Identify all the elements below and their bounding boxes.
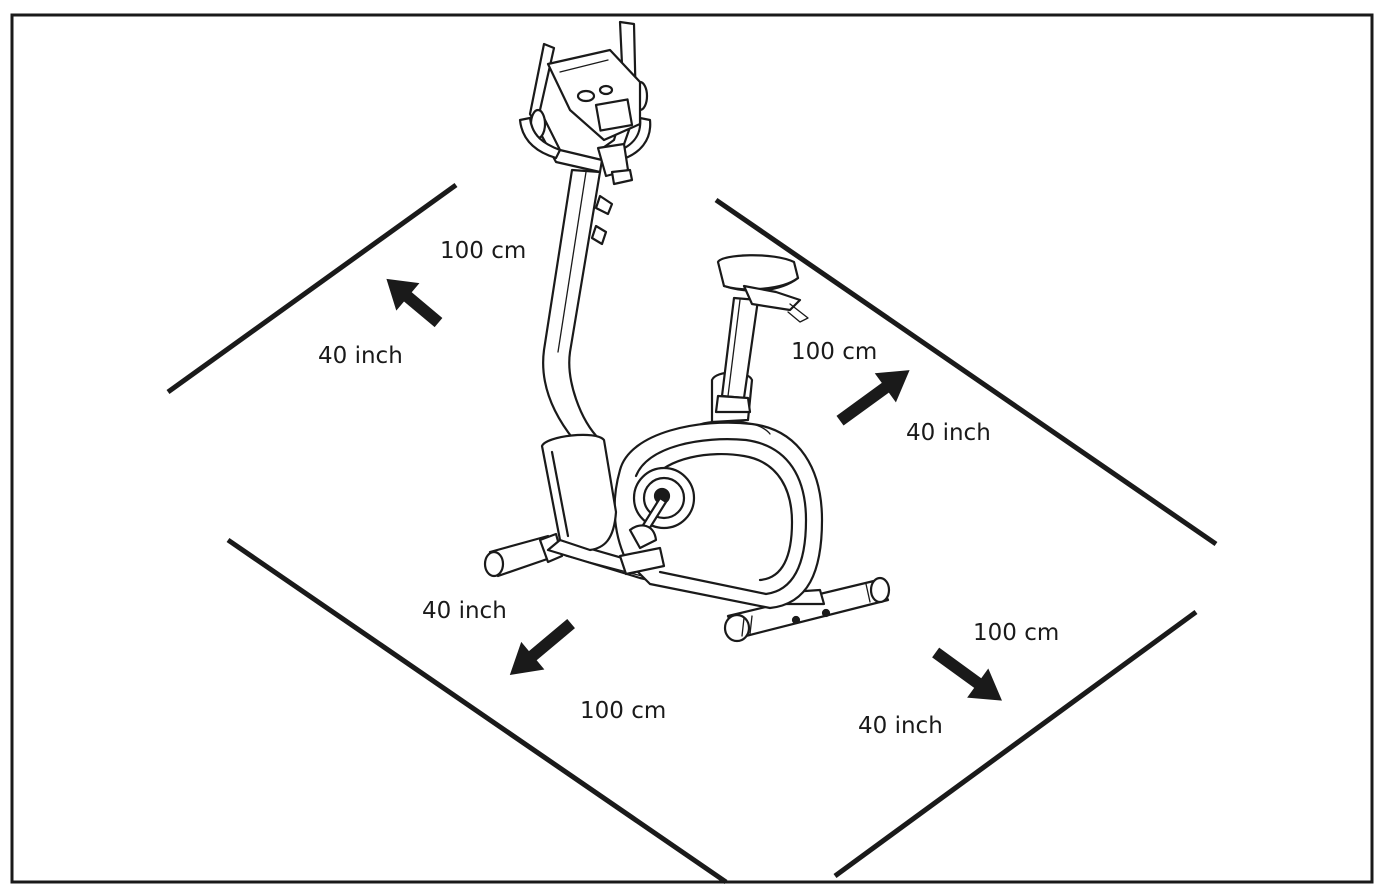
front-left-imperial-label: 40 inch <box>422 598 507 624</box>
exercise-bike-icon <box>483 20 891 643</box>
back-left-imperial-label: 40 inch <box>318 343 403 369</box>
boundary-line-back-right <box>714 197 1218 547</box>
boundary-line-front-left <box>226 537 728 885</box>
arrow-icon-front-left <box>509 618 575 675</box>
arrow-icon-back-right <box>836 370 910 426</box>
arrow-icon-back-left <box>386 278 443 328</box>
boundary-line-front-right <box>833 609 1198 879</box>
boundary-line-back-left <box>166 182 458 395</box>
back-right-imperial-label: 40 inch <box>906 420 991 446</box>
back-right-metric-label: 100 cm <box>791 339 877 365</box>
front-right-metric-label: 100 cm <box>973 620 1059 646</box>
front-right-imperial-label: 40 inch <box>858 713 943 739</box>
back-left-metric-label: 100 cm <box>440 238 526 264</box>
arrow-icon-front-right <box>932 647 1002 701</box>
front-left-metric-label: 100 cm <box>580 698 666 724</box>
